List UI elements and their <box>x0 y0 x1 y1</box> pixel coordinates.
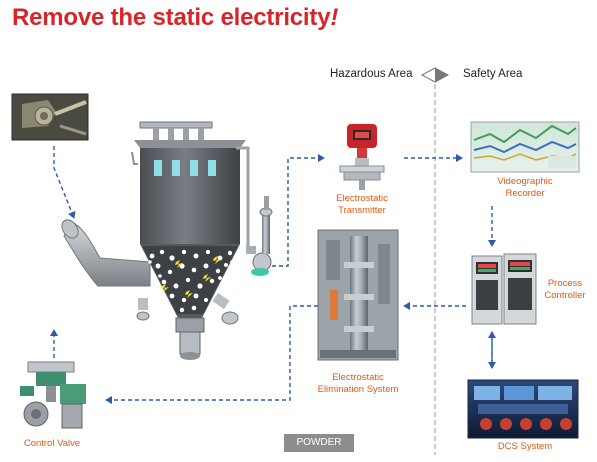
transmitter-device <box>339 124 385 190</box>
recorder-caption: Videographic Recorder <box>482 176 568 200</box>
controller-caption-line2: Controller <box>544 290 586 301</box>
elimination-caption-line1: Electrostatic <box>332 372 384 383</box>
recorder-device <box>470 121 580 173</box>
powder-particles <box>148 249 234 313</box>
transmitter-caption-line1: Electrostatic <box>336 193 388 204</box>
powder-tag: POWDER <box>284 434 354 452</box>
signal-arrows <box>50 146 496 404</box>
page-title: Remove the static electricity! <box>12 4 338 32</box>
dcs-device <box>467 379 579 439</box>
arrow-probe-to-inlet <box>53 146 76 219</box>
elimination-device <box>317 229 399 361</box>
dcs-caption: DCS System <box>497 441 553 452</box>
arrow-vessel-to-transmitter <box>272 154 325 267</box>
probe-photo <box>11 93 89 141</box>
transmitter-caption-line2: Transmitter <box>338 205 386 216</box>
controller-caption: Process Controller <box>534 278 596 302</box>
area-divider <box>420 67 450 455</box>
transmitter-caption: Electrostatic Transmitter <box>319 193 405 217</box>
recorder-caption-line1: Videographic <box>497 176 553 187</box>
title-suffix: ! <box>330 4 339 31</box>
control-valve-device <box>20 361 86 429</box>
fan-unit <box>246 196 273 276</box>
inlet-pipe <box>61 219 151 287</box>
elimination-caption-line2: Elimination System <box>317 384 399 395</box>
recorder-caption-line2: Recorder <box>505 188 545 199</box>
title-text: Remove the static electricity <box>12 4 331 31</box>
safety-area-label: Safety Area <box>463 68 523 80</box>
dryer-vessel <box>131 121 250 360</box>
controller-device <box>471 253 537 325</box>
static-spark-icons <box>161 256 221 298</box>
controller-caption-line1: Process <box>547 278 583 289</box>
hazardous-area-label: Hazardous Area <box>330 68 413 80</box>
elimination-caption: Electrostatic Elimination System <box>308 372 408 396</box>
valve-caption: Control Valve <box>23 438 81 449</box>
arrow-elimination-to-valve <box>105 305 318 404</box>
